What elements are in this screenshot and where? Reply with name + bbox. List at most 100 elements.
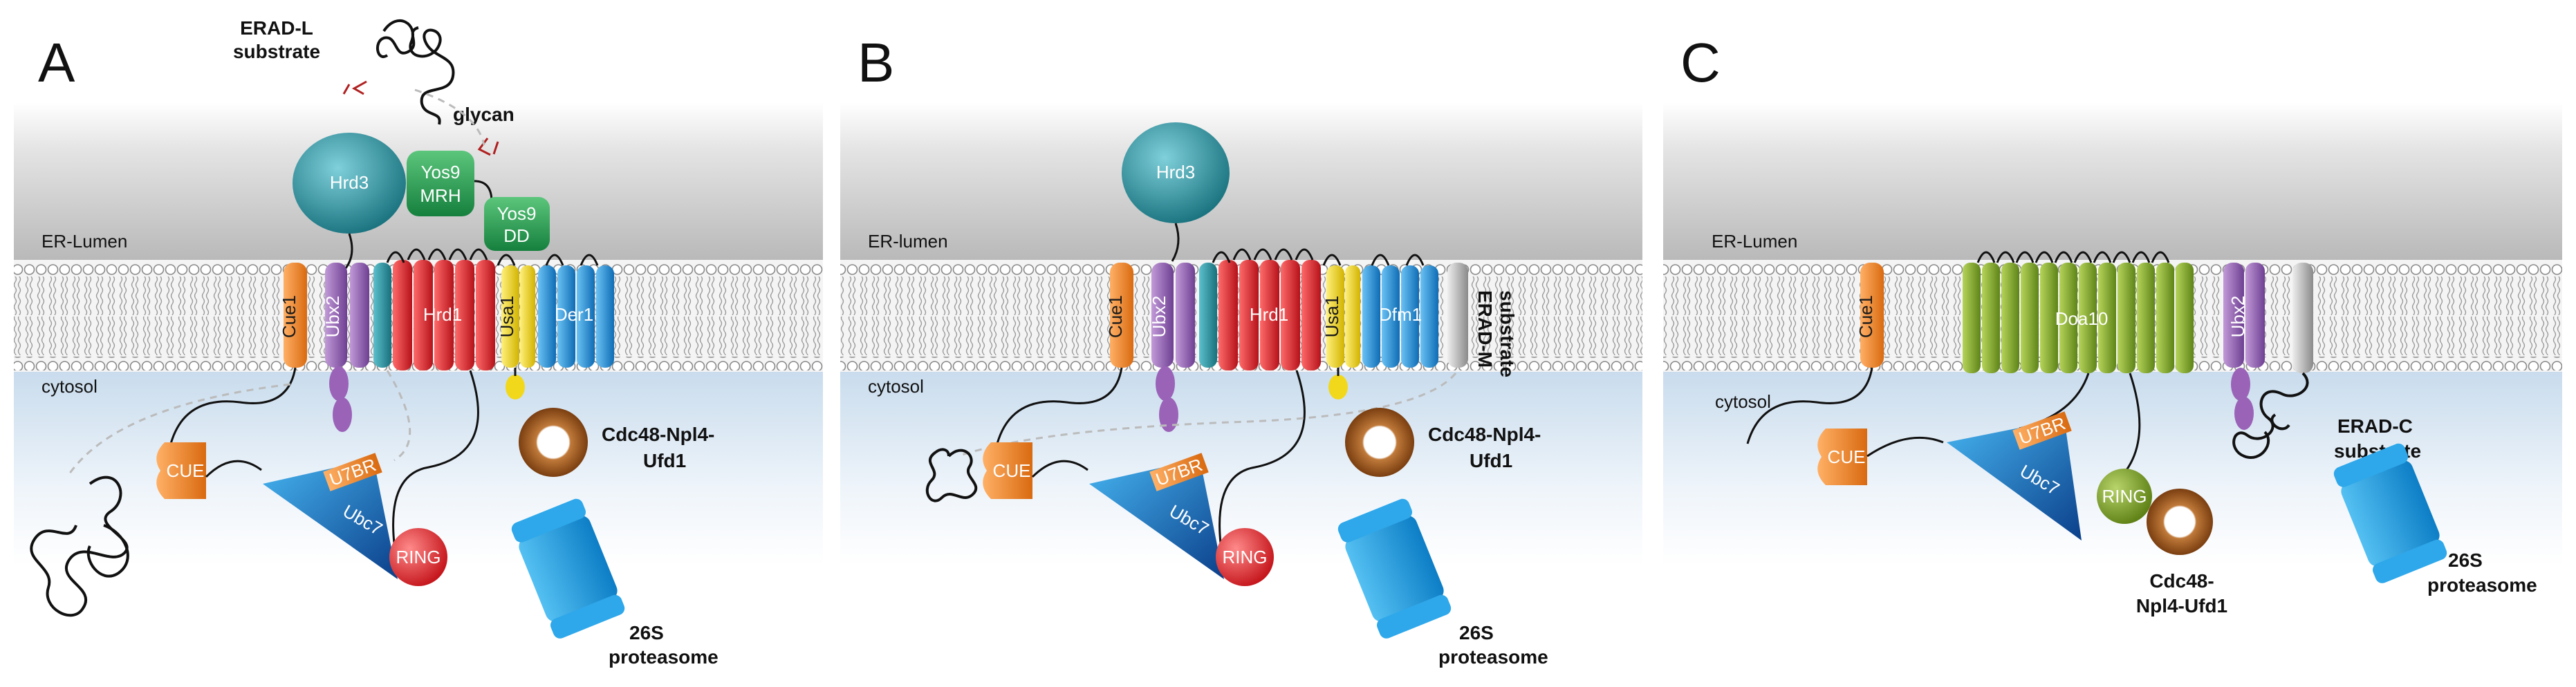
hrd1-cyto-tail bbox=[392, 370, 479, 544]
erad-l-label: ERAD-L bbox=[240, 17, 313, 39]
proteasome-label-1: 26S bbox=[2448, 549, 2483, 571]
retro-path-dashed bbox=[386, 370, 411, 462]
usa1-label: Usa1 bbox=[497, 296, 517, 338]
u7br-domain bbox=[323, 453, 382, 491]
ubx2-tm-2 bbox=[2245, 263, 2265, 368]
proteasome-label-2: proteasome bbox=[2427, 574, 2537, 596]
panel-c: C ER-Lumen cytosol Cue1 Doa10 Ubx2 E bbox=[1663, 32, 2562, 617]
hrd3-label: Hrd3 bbox=[1156, 162, 1195, 182]
erad-c-label-1: ERAD-C bbox=[2337, 415, 2413, 437]
ring-domain bbox=[2097, 469, 2152, 524]
der1-tm-4 bbox=[596, 265, 614, 368]
er-lumen-region bbox=[840, 102, 1642, 260]
hrd3-label: Hrd3 bbox=[330, 172, 369, 193]
hrd1-tm-4 bbox=[455, 260, 474, 370]
cdc48-label-2: Npl4-Ufd1 bbox=[2136, 595, 2227, 617]
ubc7-protein bbox=[1947, 419, 2082, 540]
dfm1-tm-3 bbox=[1401, 265, 1419, 368]
cdc48-label-2: Ufd1 bbox=[643, 450, 686, 471]
ring-domain bbox=[389, 528, 447, 586]
cue-to-ubc7-linker bbox=[1031, 460, 1088, 478]
ring-label: RING bbox=[1223, 547, 1268, 567]
erad-m-substrate-tm bbox=[1447, 263, 1468, 368]
dfm1-label: Dfm1 bbox=[1379, 304, 1422, 325]
proteasome bbox=[2333, 443, 2447, 583]
hrd1-tm-2 bbox=[414, 260, 433, 370]
glycan-mark-right bbox=[477, 138, 499, 156]
hrd1-tm-5 bbox=[476, 260, 495, 370]
cdc48-label-1: Cdc48-Npl4- bbox=[602, 424, 714, 445]
ubx2-tm-2 bbox=[350, 263, 369, 368]
substrate-path-dashed bbox=[414, 88, 485, 146]
usa1-tm-2 bbox=[520, 265, 535, 368]
cue1-tm bbox=[1110, 263, 1133, 368]
cdc48-label-1: Cdc48- bbox=[2149, 570, 2214, 592]
luminal-loops bbox=[386, 248, 599, 266]
er-lumen-label: ER-Lumen bbox=[41, 231, 127, 252]
cue-label: CUE bbox=[993, 460, 1031, 481]
dfm1-tm-1 bbox=[1362, 265, 1380, 368]
dfm1-tm-4 bbox=[1420, 265, 1438, 368]
cue1-linker bbox=[996, 367, 1123, 444]
proteasome bbox=[511, 498, 625, 639]
ubx2-tm-1 bbox=[1151, 263, 1174, 368]
yos9-dd-domain bbox=[484, 197, 550, 251]
ubx2-cyto-domain-1 bbox=[329, 366, 349, 401]
hrd3-tether bbox=[344, 233, 353, 269]
panel-b: B ER-lumen cytosol Hrd3 Cue1 Ubx2 Hrd1 U… bbox=[840, 32, 1642, 668]
hrd1-tm-1 bbox=[1218, 260, 1238, 370]
panel-letter: C bbox=[1680, 32, 1721, 93]
hrd1-tm-1 bbox=[393, 260, 412, 370]
ubx2-cyto-domain-2 bbox=[2234, 397, 2254, 430]
er-lumen-label: ER-lumen bbox=[868, 231, 948, 252]
ubx2-tm-2 bbox=[1176, 263, 1195, 368]
cytosol-label: cytosol bbox=[41, 376, 98, 397]
cue1-linker bbox=[1746, 367, 1873, 444]
usa1-cyto-domain bbox=[506, 375, 525, 399]
cdc48-label-1: Cdc48-Npl4- bbox=[1428, 424, 1541, 445]
doa10-tm-bundle bbox=[1963, 251, 2194, 373]
erad-l-substrate-label: substrate bbox=[233, 41, 320, 62]
er-lumen-label: ER-Lumen bbox=[1712, 231, 1797, 252]
cytosol-label: cytosol bbox=[1715, 391, 1771, 412]
doa10-ring-tether bbox=[2125, 373, 2141, 471]
hrd1-label: Hrd1 bbox=[423, 304, 462, 325]
proteasome bbox=[1337, 498, 1452, 639]
u7br-domain bbox=[1149, 453, 1209, 491]
ubx2-cyto-domain-2 bbox=[333, 397, 352, 432]
cue1-tm bbox=[1860, 263, 1884, 368]
yos9-dd-label-2: DD bbox=[503, 225, 530, 246]
erad-m-label-2: substrate bbox=[1497, 290, 1518, 377]
ubx2-label: Ubx2 bbox=[2227, 296, 2248, 338]
yos9-mrh-label-1: Yos9 bbox=[421, 162, 461, 182]
cdc48-complex bbox=[519, 408, 588, 477]
er-lumen-region bbox=[1663, 102, 2562, 260]
panel-letter: B bbox=[858, 32, 894, 93]
ring-domain bbox=[1216, 528, 1274, 586]
hrd3-tether bbox=[1171, 223, 1180, 262]
hrd3-tm bbox=[1199, 263, 1217, 368]
ubx2-tm-1 bbox=[2223, 263, 2244, 368]
cue-domain bbox=[1817, 429, 1867, 485]
cdc48-complex bbox=[2147, 489, 2213, 555]
hrd1-tm-5 bbox=[1301, 260, 1321, 370]
hrd1-tm-2 bbox=[1239, 260, 1259, 370]
der1-label: Der1 bbox=[555, 304, 593, 325]
hrd1-cyto-tail bbox=[1218, 370, 1306, 544]
hrd3-tm bbox=[373, 263, 391, 368]
erad-m-label-1: ERAD-M bbox=[1474, 290, 1496, 368]
ubc7-protein bbox=[1089, 459, 1224, 579]
ubx2-cyto-domain-1 bbox=[2231, 368, 2250, 401]
hrd3-protein bbox=[1122, 122, 1230, 223]
cdc48-label-2: Ufd1 bbox=[1470, 450, 1512, 471]
cytosol-label: cytosol bbox=[868, 376, 924, 397]
dfm1-tm-2 bbox=[1382, 265, 1400, 368]
hrd1-tm-4 bbox=[1281, 260, 1300, 370]
ring-label: RING bbox=[396, 547, 441, 567]
u7br-domain bbox=[2012, 411, 2072, 450]
hrd1-tm-3 bbox=[434, 260, 454, 370]
cue1-label: Cue1 bbox=[1105, 295, 1126, 338]
ubx2-cyto-domain-2 bbox=[1159, 397, 1178, 432]
proteasome-label-1: 26S bbox=[629, 622, 664, 643]
